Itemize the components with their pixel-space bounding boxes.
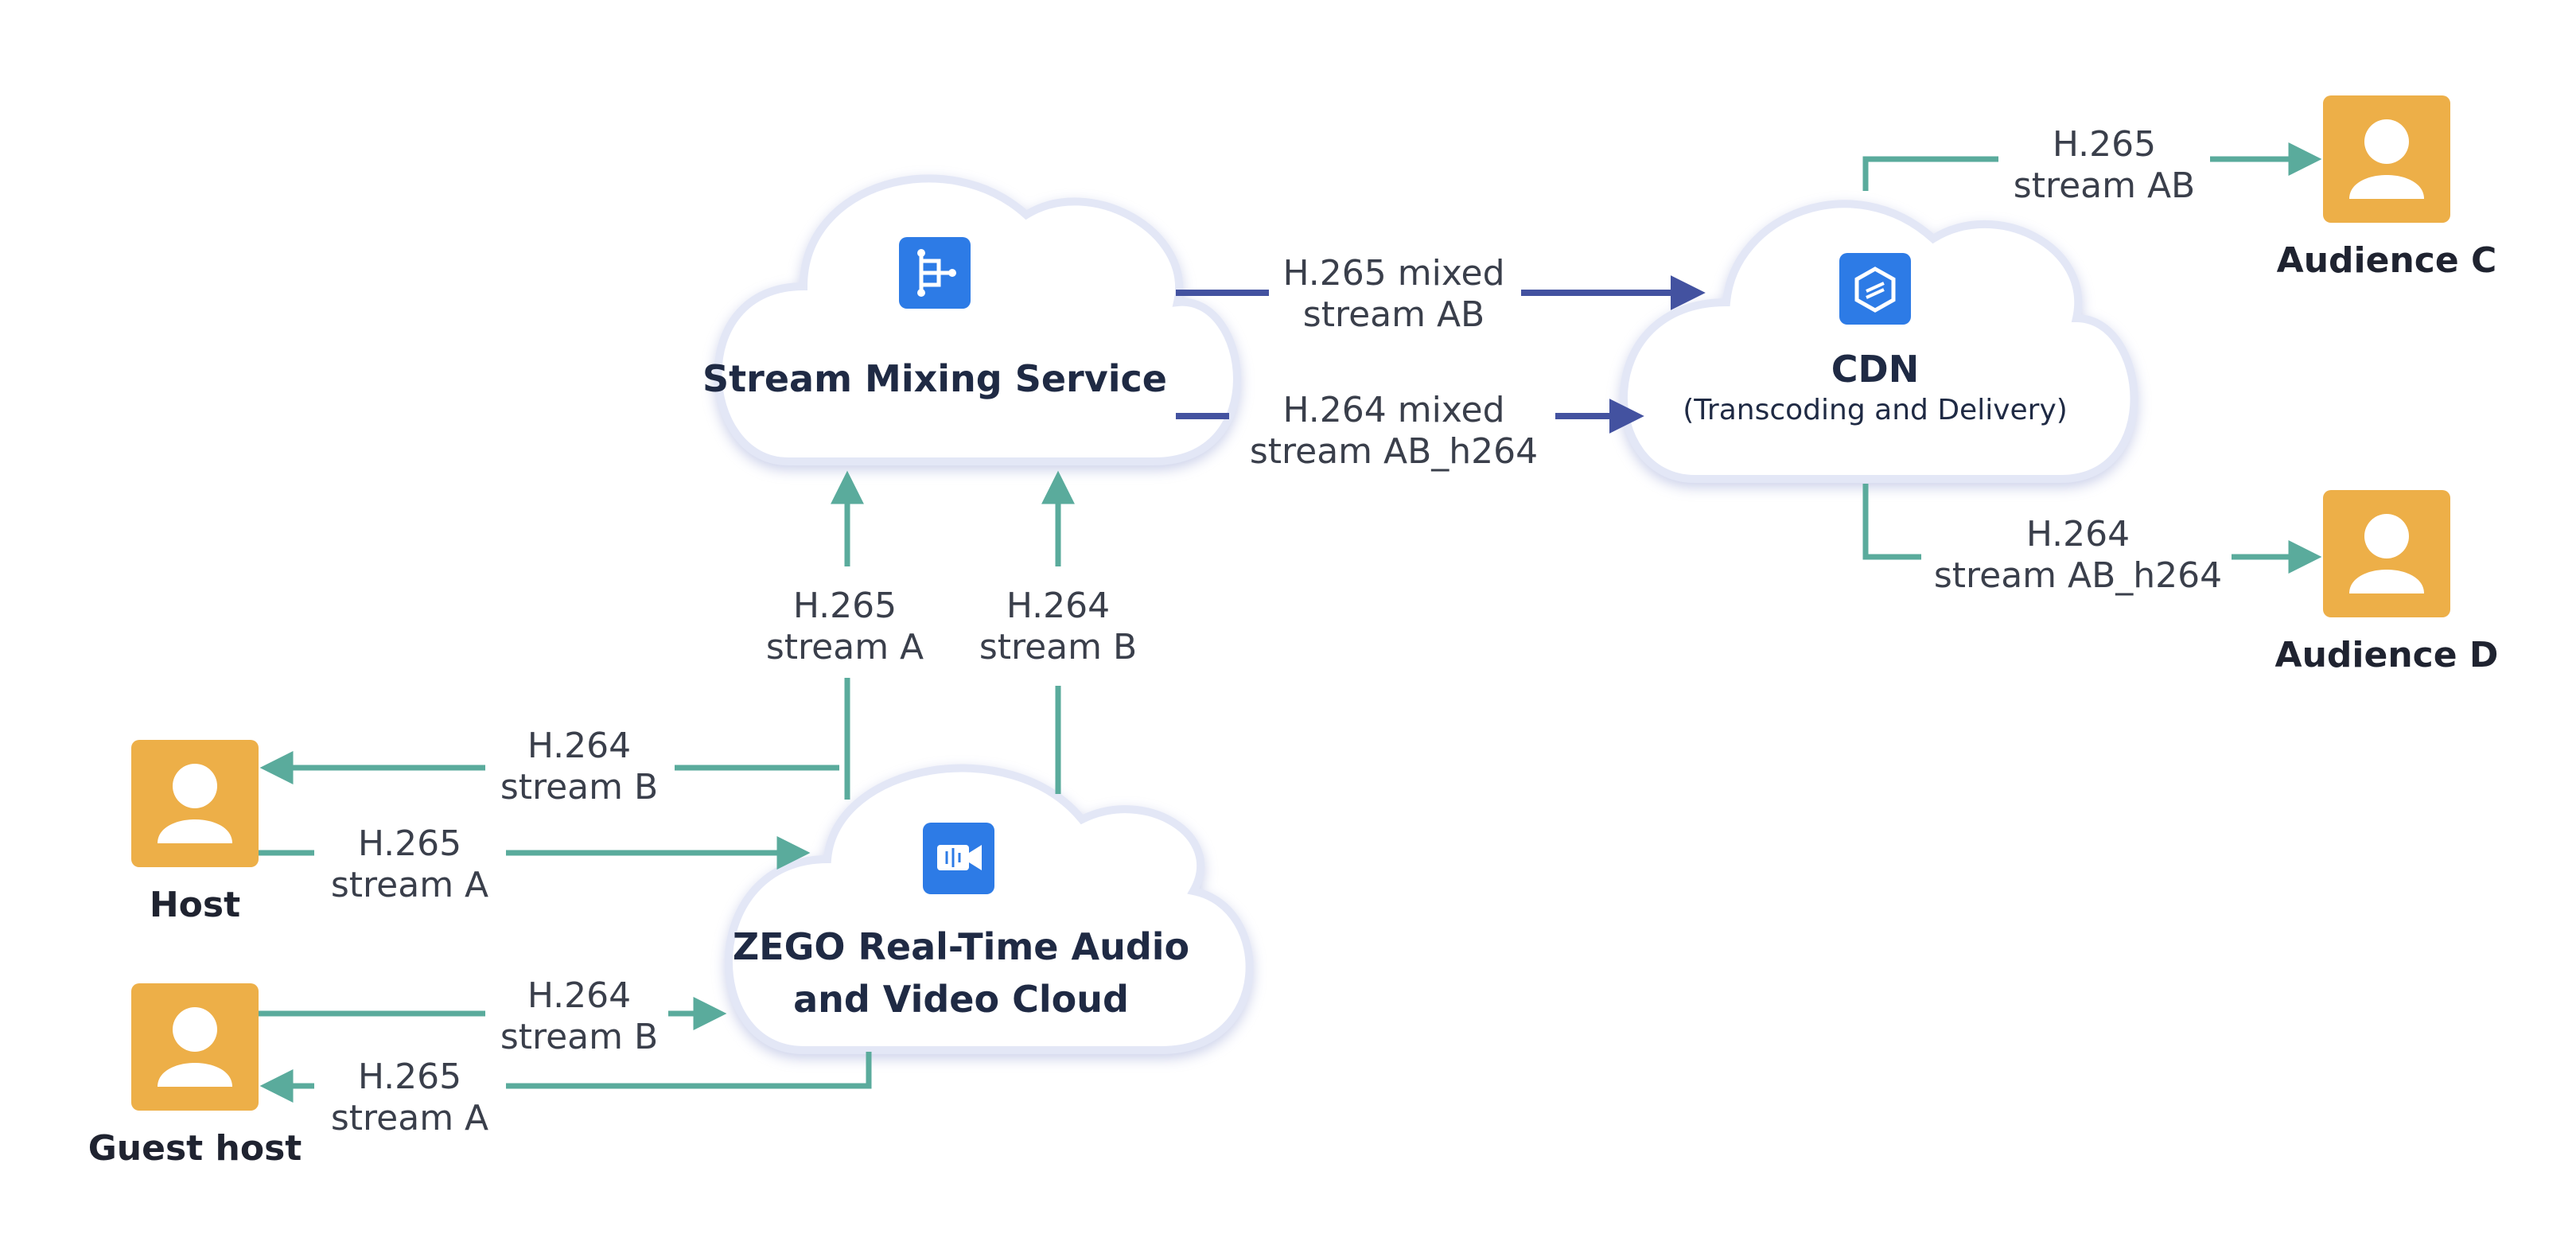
cdn-icon bbox=[1839, 253, 1911, 325]
edge-mixed-265: H.265 mixed stream AB bbox=[1176, 253, 1706, 335]
branch-icon bbox=[899, 237, 971, 309]
edge-up-stream-b: H.264 stream B bbox=[979, 470, 1137, 794]
edge-label: H.265 mixed bbox=[1282, 253, 1504, 294]
edge-label: stream AB_h264 bbox=[1934, 555, 2222, 596]
video-camera-icon bbox=[923, 823, 994, 894]
zego-title-line2: and Video Cloud bbox=[793, 978, 1129, 1021]
edge-label: stream A bbox=[331, 1098, 488, 1138]
host-label: Host bbox=[150, 885, 240, 925]
edge-label: stream AB bbox=[1303, 294, 1485, 335]
edge-label: H.264 bbox=[527, 726, 631, 766]
edge-label: stream A bbox=[331, 865, 488, 905]
edge-label: H.265 bbox=[358, 1057, 461, 1097]
user-icon bbox=[131, 983, 259, 1111]
cdn-cloud: CDN (Transcoding and Delivery) bbox=[1619, 200, 2138, 483]
edge-label: stream AB bbox=[2014, 165, 2195, 206]
stream-mixing-cloud: Stream Mixing Service bbox=[702, 174, 1241, 465]
edge-host-out: H.265 stream A bbox=[259, 823, 811, 905]
edge-label: stream B bbox=[500, 1017, 658, 1057]
cloud-shape bbox=[1619, 200, 2138, 483]
edge-label: stream B bbox=[500, 767, 658, 808]
edge-up-stream-a: H.265 stream A bbox=[766, 470, 924, 800]
user-icon bbox=[2323, 95, 2450, 223]
zego-title-line1: ZEGO Real-Time Audio bbox=[733, 925, 1189, 968]
guest-host-label: Guest host bbox=[88, 1128, 302, 1169]
edge-to-host: H.264 stream B bbox=[259, 726, 839, 808]
edge-to-audience-c: H.265 stream AB bbox=[1862, 124, 2322, 206]
edge-label: stream B bbox=[979, 627, 1137, 667]
cdn-subtitle: (Transcoding and Delivery) bbox=[1683, 394, 2068, 426]
edge-guest-out: H.264 stream B bbox=[259, 975, 727, 1057]
audience-c-label: Audience C bbox=[2277, 240, 2497, 281]
edge-label: H.265 bbox=[358, 823, 461, 864]
edge-to-audience-d: H.264 stream AB_h264 bbox=[1862, 484, 2322, 596]
user-icon bbox=[2323, 490, 2450, 617]
user-icon bbox=[131, 740, 259, 867]
guest-host-node: Guest host bbox=[88, 983, 302, 1169]
audience-d-node: Audience D bbox=[2275, 490, 2499, 675]
edge-label: H.264 bbox=[2026, 514, 2130, 555]
cloud-shape bbox=[714, 174, 1241, 465]
edge-label: stream AB_h264 bbox=[1250, 431, 1538, 472]
host-node: Host bbox=[131, 740, 259, 925]
zego-cloud: ZEGO Real-Time Audio and Video Cloud bbox=[725, 764, 1254, 1054]
audience-c-node: Audience C bbox=[2277, 95, 2497, 281]
edge-mixed-264: H.264 mixed stream AB_h264 bbox=[1176, 390, 1644, 472]
edge-label: H.264 mixed bbox=[1282, 390, 1504, 430]
cdn-title: CDN bbox=[1831, 348, 1919, 391]
edge-label: H.265 bbox=[793, 586, 897, 626]
cloud-shape bbox=[725, 764, 1254, 1054]
edge-label: stream A bbox=[766, 627, 924, 667]
audience-d-label: Audience D bbox=[2275, 635, 2499, 675]
mixing-service-title: Stream Mixing Service bbox=[702, 357, 1167, 400]
edge-to-guest: H.265 stream A bbox=[259, 1052, 872, 1138]
edge-label: H.265 bbox=[2053, 124, 2156, 165]
edge-label: H.264 bbox=[527, 975, 631, 1016]
edge-label: H.264 bbox=[1006, 586, 1110, 626]
